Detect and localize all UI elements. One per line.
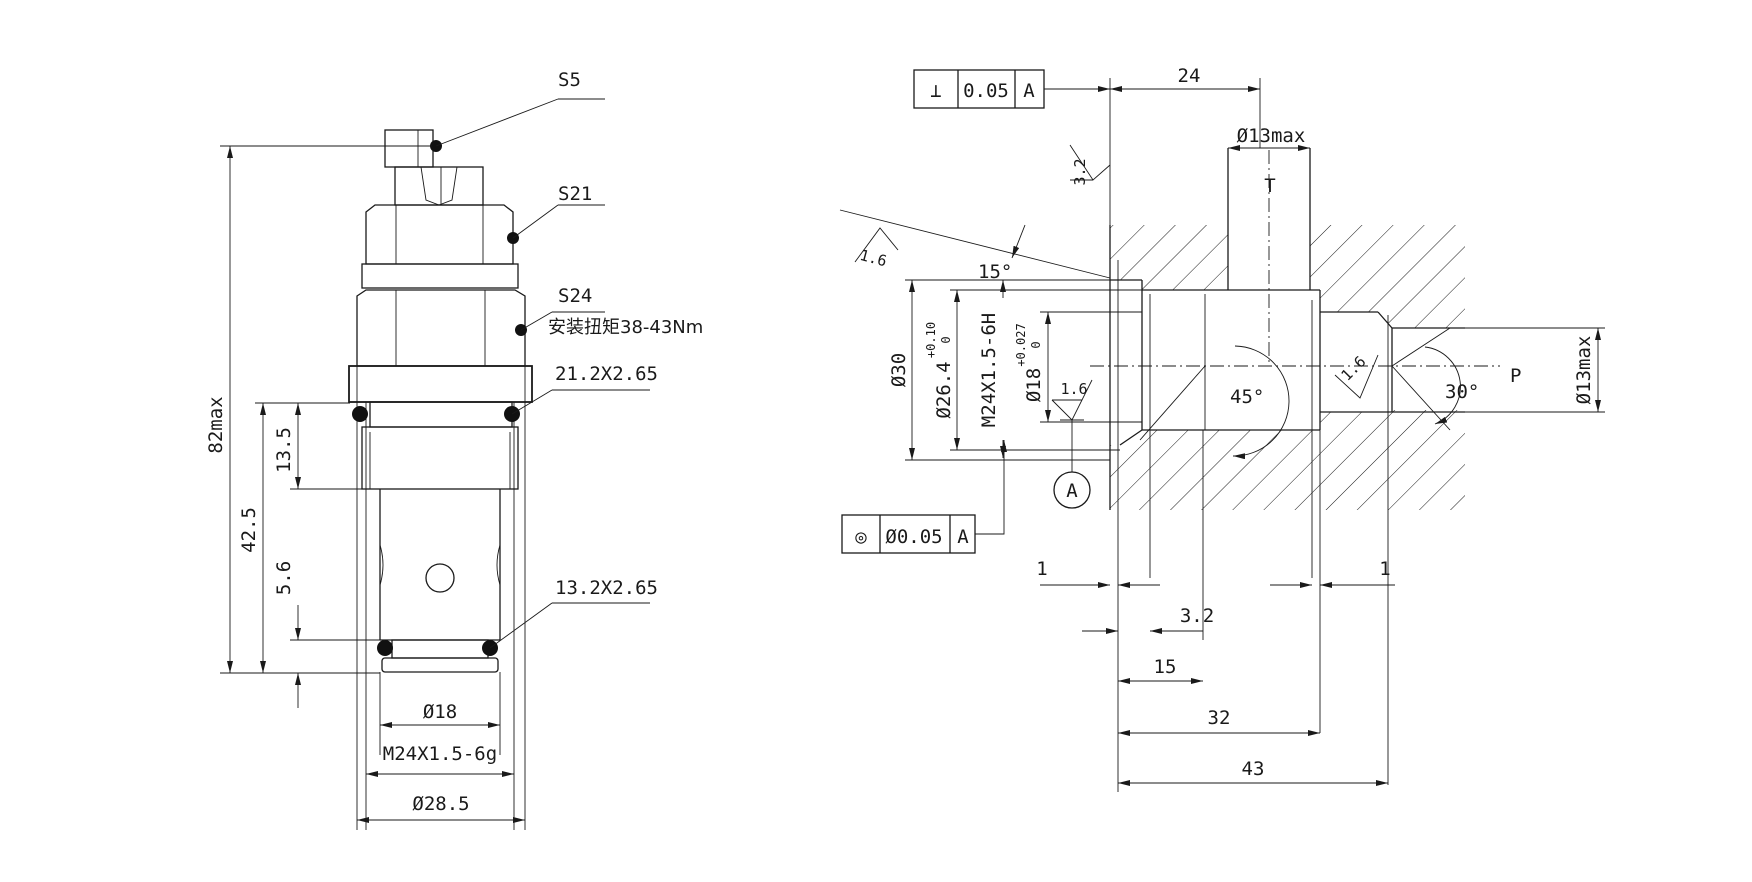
svg-text:A: A — [957, 526, 969, 548]
roughness-1-6-left: 1.6 — [854, 227, 899, 270]
svg-text:⊥: ⊥ — [930, 80, 941, 102]
roughness-1-6-right: 1.6 — [1334, 353, 1379, 399]
dim-dia18-bore: Ø18 — [1023, 368, 1045, 402]
tol-18-upper: +0.027 — [1014, 323, 1028, 366]
dim-dia13-right: Ø13max — [1573, 336, 1595, 405]
o-ring-top-left — [352, 406, 368, 422]
right-bottom-dims — [1040, 560, 1395, 792]
roughness-3-2: 3.2 — [1069, 144, 1111, 186]
right-top-dims — [1109, 78, 1310, 225]
dim-3-2: 3.2 — [1180, 605, 1214, 627]
dim-dia30: Ø30 — [888, 353, 910, 387]
port-p-label: P — [1510, 365, 1521, 387]
dim-dia18: Ø18 — [423, 701, 457, 723]
callout-oring-bottom: 13.2X2.65 — [555, 577, 658, 599]
callout-torque: 安装扭矩38-43Nm — [548, 317, 703, 338]
datum-a: A — [1053, 419, 1091, 509]
dim-dia13-top: Ø13max — [1237, 125, 1306, 147]
callout-leaders — [430, 98, 650, 649]
hex-body — [348, 289, 533, 403]
dim-1-left: 1 — [1036, 558, 1047, 580]
dim-dia26-4: Ø26.4 — [933, 361, 955, 418]
dim-thread-6h: M24X1.5-6H — [978, 313, 1000, 427]
svg-text:A: A — [1066, 480, 1078, 502]
svg-text:1.6: 1.6 — [1060, 380, 1087, 398]
dim-15: 15 — [1154, 656, 1177, 678]
svg-text:0.05: 0.05 — [963, 80, 1009, 102]
lock-nut — [361, 204, 519, 289]
roughness-1-6-bore: 1.6 — [1051, 379, 1093, 421]
o-ring-bottom-left — [377, 640, 393, 656]
callout-s21: S21 — [558, 183, 592, 205]
svg-text:3.2: 3.2 — [1071, 158, 1089, 185]
dim-thread-6g: M24X1.5-6g — [383, 743, 497, 765]
dim-dia28-5: Ø28.5 — [412, 793, 469, 815]
o-rings — [352, 406, 520, 656]
tol-26-4-upper: +0.10 — [924, 322, 938, 358]
dim-42-5: 42.5 — [238, 507, 260, 553]
svg-text:1.6: 1.6 — [858, 246, 889, 270]
fcf-concentricity: ◎ Ø0.05 A — [841, 440, 1007, 554]
callout-oring-top: 21.2X2.65 — [555, 363, 658, 385]
svg-text:A: A — [1023, 80, 1035, 102]
cavity-section-view: T P ⊥ 0.05 A ◎ Ø0.05 A A — [839, 65, 1605, 792]
dim-13-5: 13.5 — [273, 427, 295, 473]
left-dimensions — [220, 145, 525, 823]
dim-43: 43 — [1242, 758, 1265, 780]
angle-45: 45° — [1230, 386, 1264, 408]
angle-15: 15° — [978, 261, 1012, 283]
svg-text:Ø0.05: Ø0.05 — [885, 526, 942, 548]
hatched-block — [1110, 225, 1465, 510]
fcf-perpendicularity: ⊥ 0.05 A — [913, 69, 1110, 109]
cartridge-valve-view: S5 S21 S24 安装扭矩38-43Nm 21.2X2.65 13.2X2.… — [205, 69, 703, 830]
dim-82max: 82max — [205, 396, 227, 453]
svg-text:◎: ◎ — [855, 526, 867, 548]
angle-30: 30° — [1445, 381, 1479, 403]
callout-s5: S5 — [558, 69, 581, 91]
right-left-dims — [905, 279, 1142, 461]
right-side-dims — [1392, 327, 1605, 413]
port-t-label: T — [1264, 175, 1275, 197]
side-port-hole — [425, 563, 455, 593]
angle-annotations — [839, 209, 1461, 460]
svg-text:1.6: 1.6 — [1338, 353, 1370, 385]
tol-18-lower: 0 — [1029, 341, 1043, 348]
dim-1-right: 1 — [1379, 558, 1390, 580]
dim-32: 32 — [1208, 707, 1231, 729]
tol-26-4-lower: 0 — [939, 336, 953, 343]
dim-24: 24 — [1178, 65, 1201, 87]
callout-s24: S24 — [558, 285, 592, 307]
dim-5-6: 5.6 — [273, 561, 295, 595]
